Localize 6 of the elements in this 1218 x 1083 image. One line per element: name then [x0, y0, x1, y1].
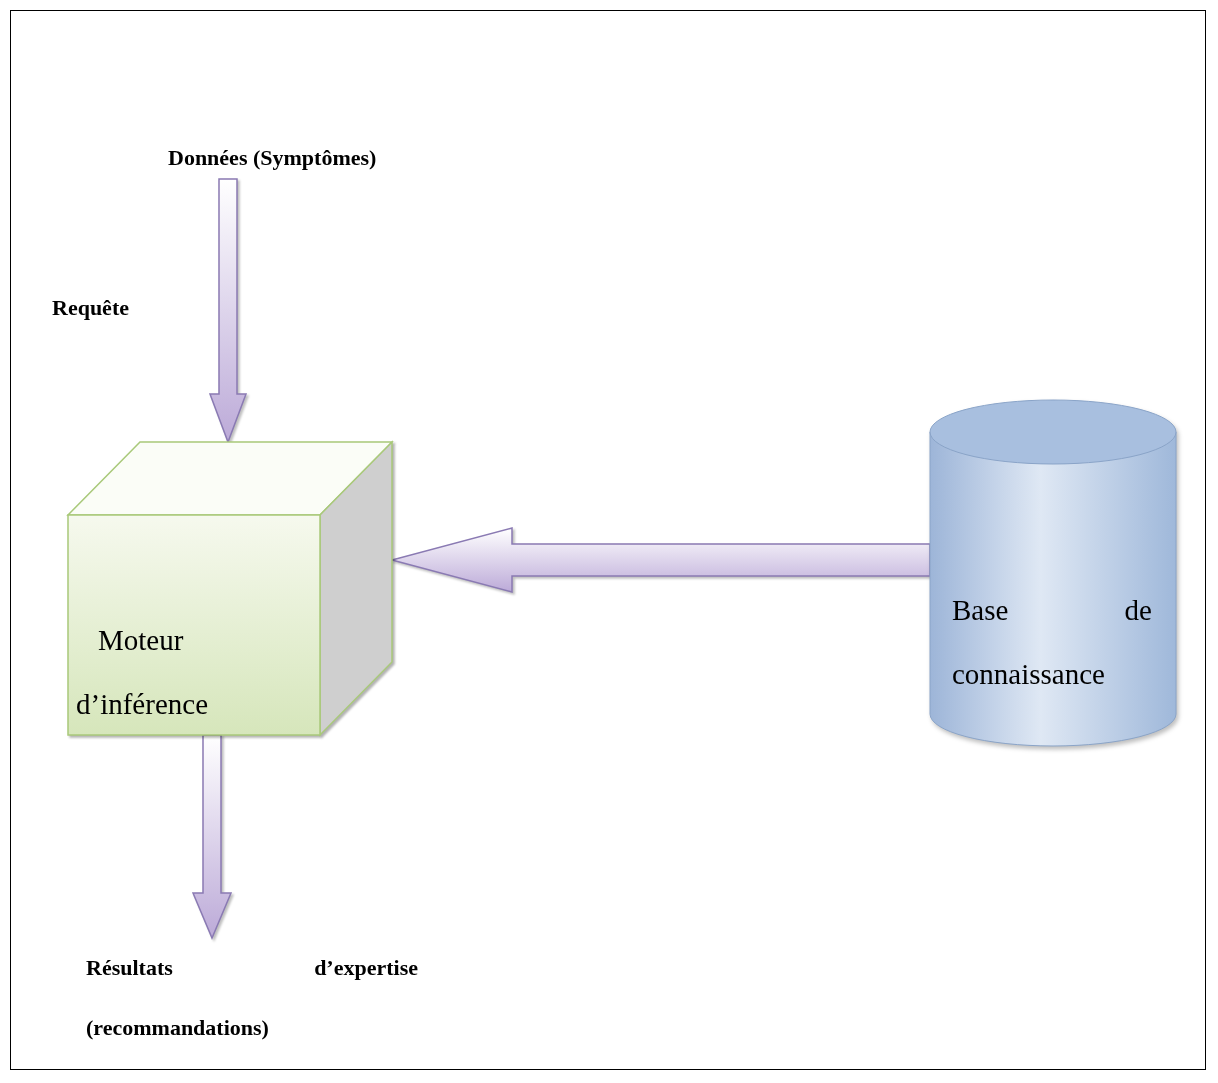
text-label: Requête	[52, 295, 129, 321]
node-text: Résultats d’expertise (recommandations)	[86, 954, 418, 1042]
block-arrow	[191, 734, 233, 940]
node-text: Données (Symptômes)	[168, 144, 378, 172]
box-label: Moteur d’inférence	[76, 623, 209, 722]
cylinder-label: Base de connaissance	[952, 593, 1152, 692]
